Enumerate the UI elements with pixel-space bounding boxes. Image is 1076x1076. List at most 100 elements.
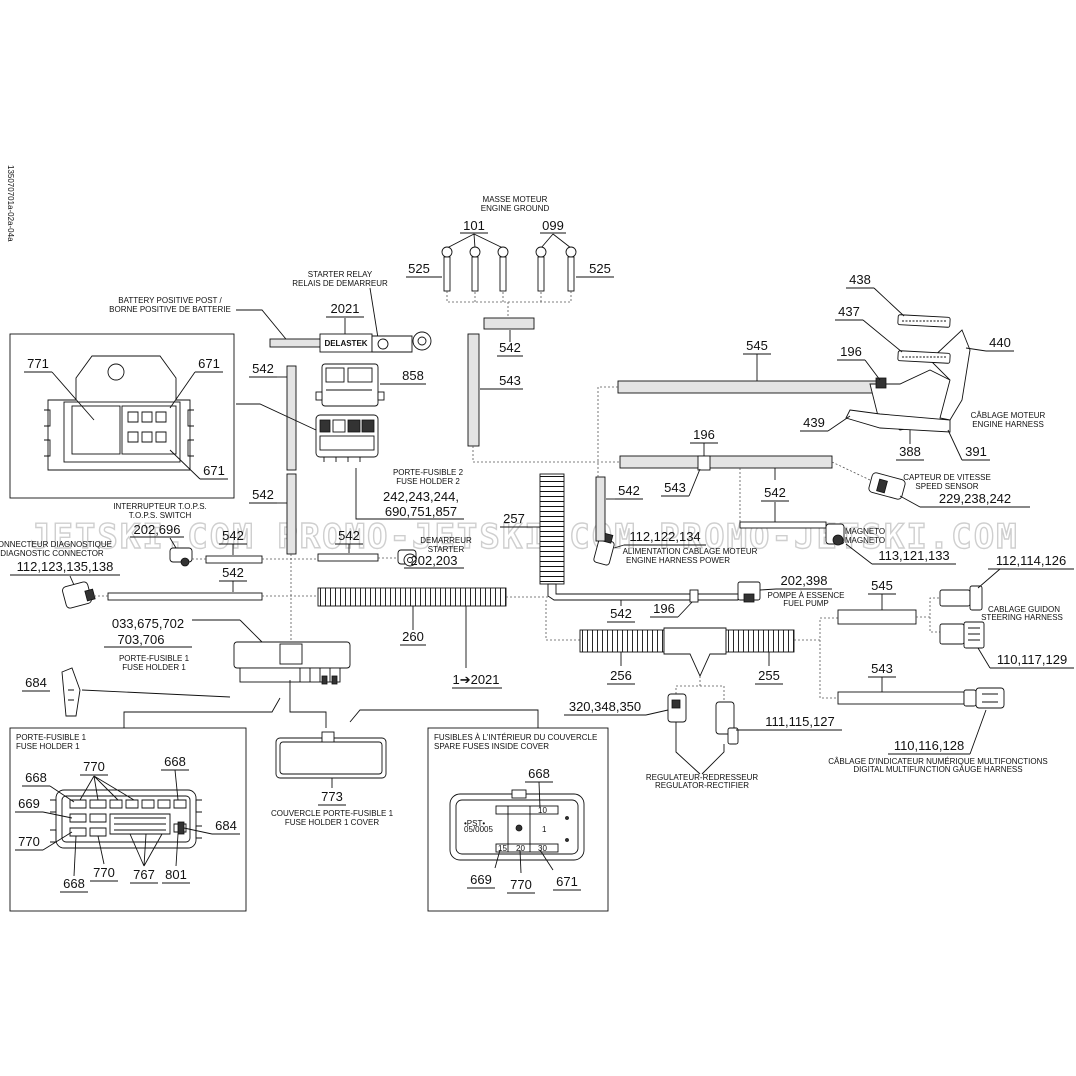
ref-684-detail: 684	[215, 818, 237, 833]
fuel-pump-caption-fr: POMPE À ESSENCE	[768, 591, 845, 600]
regulator-caption-en: REGULATOR-RECTIFIER	[655, 781, 749, 790]
clamp-196-lower	[689, 589, 699, 603]
ref-099: 099	[542, 218, 564, 233]
speed-sensor-caption-fr: CAPTEUR DE VITESSE	[903, 473, 991, 482]
ref-437: 437	[838, 304, 860, 319]
corrugated-tube-257	[539, 473, 565, 585]
spare-fuses-caption-fr: FUSIBLES À L'INTÉRIEUR DU COUVERCLE	[434, 733, 597, 742]
fuse-holder-1-cover	[275, 731, 387, 779]
diag-caption-fr: CONNECTEUR DIAGNOSTIQUE	[0, 540, 112, 549]
ref-767: 767	[133, 867, 155, 882]
ref-256: 256	[610, 668, 632, 683]
ref-diag: 112,123,135,138	[17, 559, 114, 574]
pst-label: •PST•	[464, 819, 485, 828]
ref-545-upper: 545	[746, 338, 768, 353]
ref-gauge: 110,116,128	[894, 738, 964, 753]
ref-255: 255	[758, 668, 780, 683]
steering-connector-1	[939, 585, 983, 611]
clamp-196	[697, 455, 711, 471]
ref-regulator-2: 111,115,127	[765, 714, 834, 729]
connector-438	[897, 314, 951, 328]
tube-542-lower	[286, 473, 297, 555]
fuel-pump-caption-en: FUEL PUMP	[783, 599, 829, 608]
tube-545-steering	[837, 609, 917, 625]
magneto-connector	[825, 523, 845, 546]
fuse-holder-2-detail	[44, 355, 194, 471]
ref-773: 773	[321, 789, 343, 804]
connector-437	[897, 350, 951, 364]
ref-magneto: 113,121,133	[878, 548, 949, 563]
magneto-caption-en: MAGNETO	[845, 536, 885, 545]
ref-438: 438	[849, 272, 871, 287]
ref-steering-2: 110,117,129	[997, 652, 1067, 667]
ref-542-left: 542	[252, 487, 274, 502]
fuse-1-label: 1	[542, 825, 547, 834]
tube-543-middle	[619, 455, 833, 469]
fuel-pump-wire	[690, 593, 739, 601]
ref-668-tl: 668	[25, 770, 47, 785]
ref-257: 257	[503, 511, 525, 526]
battery-post-caption-fr: BORNE POSITIVE DE BATTERIE	[109, 305, 231, 314]
ref-543-ground: 543	[499, 373, 521, 388]
fuse-holder-1-caption-en: FUSE HOLDER 1	[122, 663, 186, 672]
ground-sleeve	[483, 317, 535, 330]
ref-542-ground: 542	[499, 340, 521, 355]
regulator-connector-1	[667, 693, 687, 723]
tube-542-vertical	[286, 365, 297, 471]
ref-steering-1: 112,114,126	[996, 553, 1066, 568]
tube-542-diag	[107, 592, 263, 601]
ref-101: 101	[463, 218, 485, 233]
corrugated-tube-256	[579, 629, 665, 653]
ref-542-diag: 542	[222, 565, 244, 580]
fuse-10-label: 10	[538, 806, 547, 815]
engine-ground-caption-en: ENGINE GROUND	[481, 204, 550, 213]
steering-caption-en: STEERING HARNESS	[981, 613, 1063, 622]
ref-525-left: 525	[408, 261, 430, 276]
tops-caption-en: T.O.P.S. SWITCH	[129, 511, 192, 520]
fuse-30-label: 30	[538, 844, 547, 853]
spare-fuses-cover: •PST• 05/0005 10 15 20 30 1	[449, 789, 585, 861]
fuse-20-label: 20	[516, 844, 525, 853]
starter-caption-en: STARTER	[428, 545, 465, 554]
ref-fuel-pump: 202,398	[781, 573, 828, 588]
ref-388: 388	[899, 444, 921, 459]
ref-542-tops: 542	[222, 528, 244, 543]
gauge-connector	[963, 687, 1005, 709]
ref-440: 440	[989, 335, 1011, 350]
starter-relay-cable: DELASTEK	[269, 331, 432, 353]
diagnostic-connector	[62, 581, 96, 609]
speed-sensor-caption-en: SPEED SENSOR	[915, 482, 978, 491]
spare-fuses-caption-en: SPARE FUSES INSIDE COVER	[434, 742, 549, 751]
ref-542-power: 542	[618, 483, 640, 498]
ref-671-top: 671	[198, 356, 220, 371]
starter-caption-fr: DEMARREUR	[420, 536, 472, 545]
ref-542-relay: 542	[252, 361, 274, 376]
ref-858: 858	[402, 368, 424, 383]
ref-speed-sensor: 229,238,242	[939, 491, 1011, 506]
relay-858	[315, 363, 385, 407]
regulator-caption-fr: REGULATEUR-REDRESSEUR	[646, 773, 759, 782]
ref-542-lower: 542	[610, 606, 632, 621]
fuse-holder-2-caption-fr: PORTE-FUSIBLE 2	[393, 468, 464, 477]
tube-542-starter	[317, 553, 379, 562]
ref-fuse-holder-2-a: 242,243,244,	[383, 489, 459, 504]
ref-525-right: 525	[589, 261, 611, 276]
ref-668-bl: 668	[63, 876, 85, 891]
fh1-detail-caption-en: FUSE HOLDER 1	[16, 742, 80, 751]
starter-relay-caption-fr: RELAIS DE DEMARREUR	[292, 279, 388, 288]
ref-770-top: 770	[83, 759, 105, 774]
ground-tube-543	[467, 333, 480, 447]
ref-196-middle: 196	[693, 427, 715, 442]
starter-relay-caption-en: STARTER RELAY	[308, 270, 373, 279]
ref-545-steering: 545	[871, 578, 893, 593]
engine-power-caption-fr: ALIMENTATION CABLAGE MOTEUR	[623, 547, 758, 556]
ref-fuse-holder-1-b: 703,706	[118, 632, 165, 647]
ref-542-middle: 542	[764, 485, 786, 500]
ref-668-spare: 668	[528, 766, 550, 781]
ref-196-lower: 196	[653, 601, 675, 616]
ref-770-left: 770	[18, 834, 40, 849]
fuse-15-label: 15	[498, 844, 507, 853]
ref-684-top: 684	[25, 675, 47, 690]
harness-trunk	[547, 583, 691, 601]
